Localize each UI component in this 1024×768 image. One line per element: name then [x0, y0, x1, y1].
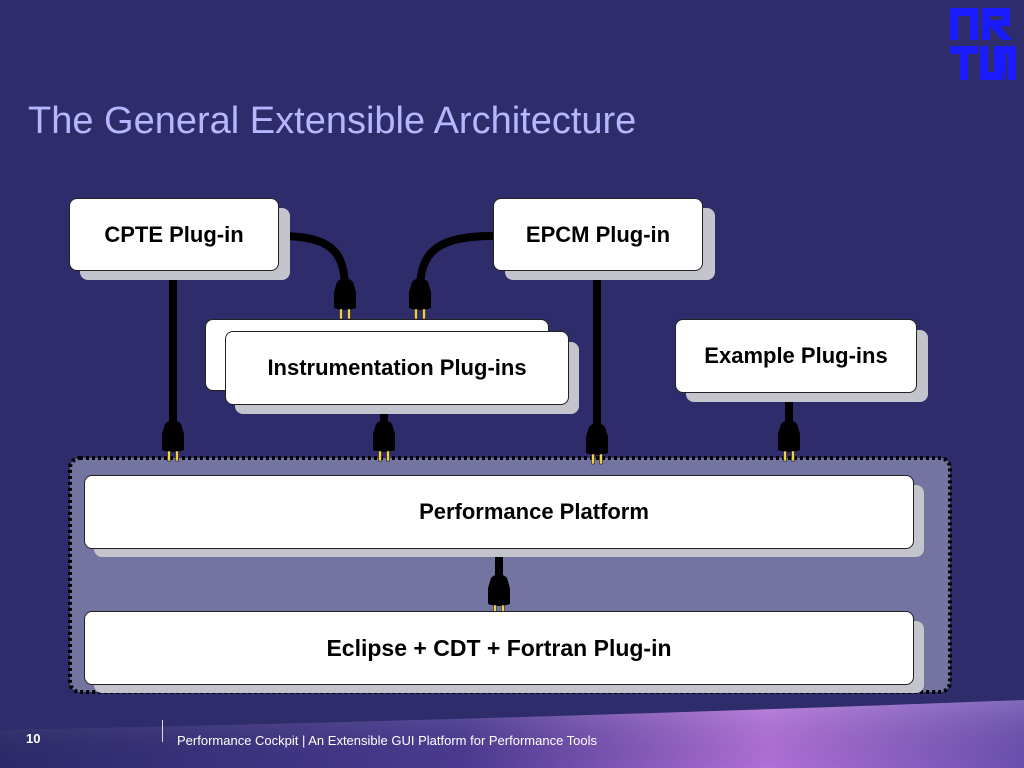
power-plug-icon	[778, 420, 800, 462]
performance-platform-box: Performance Platform	[84, 475, 914, 549]
footer-divider	[162, 720, 163, 742]
power-plug-icon	[162, 420, 184, 462]
power-plug-icon	[409, 278, 431, 320]
power-plug-icon	[586, 423, 608, 465]
cpte-plugin-label: CPTE Plug-in	[104, 221, 244, 247]
page-number: 10	[26, 731, 41, 746]
epcm-plugin-box: EPCM Plug-in	[493, 198, 703, 271]
eclipse-base-label: Eclipse + CDT + Fortran Plug-in	[326, 634, 672, 661]
tum-logo	[950, 8, 1016, 80]
eclipse-base-box: Eclipse + CDT + Fortran Plug-in	[84, 611, 914, 685]
footer-band	[0, 700, 1024, 768]
epcm-plugin-label: EPCM Plug-in	[525, 221, 671, 247]
instrumentation-plugins-label: Instrumentation Plug-ins	[267, 355, 527, 380]
instrumentation-plugins-box: Instrumentation Plug-ins	[225, 331, 569, 405]
cpte-plugin-box: CPTE Plug-in	[69, 198, 279, 271]
power-plug-icon	[334, 278, 356, 320]
example-plugins-label: Example Plug-ins	[704, 343, 888, 368]
example-plugins-box: Example Plug-ins	[675, 319, 917, 393]
footer-text: Performance Cockpit | An Extensible GUI …	[177, 733, 598, 748]
power-plug-icon	[373, 420, 395, 462]
performance-platform-label: Performance Platform	[419, 499, 649, 524]
slide-title: The General Extensible Architecture	[28, 100, 637, 142]
cable-epcm-to-instrumentation	[416, 232, 494, 291]
